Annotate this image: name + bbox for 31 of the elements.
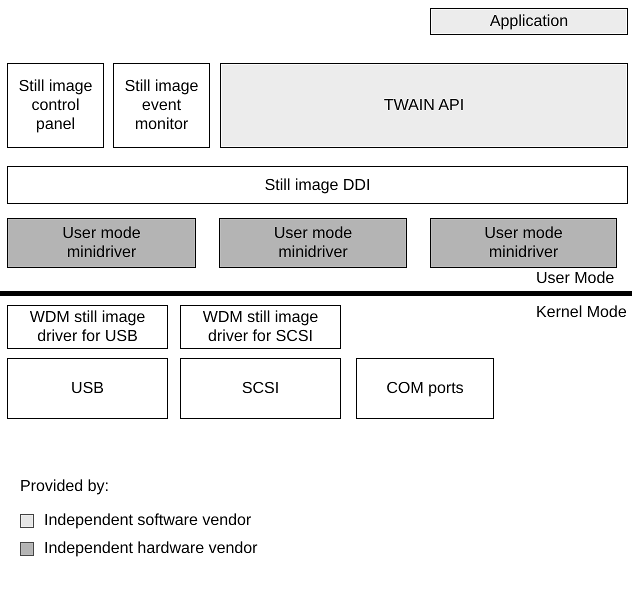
component-box (430, 218, 617, 268)
component-box (430, 8, 628, 35)
component-box (113, 63, 210, 148)
component-box (7, 218, 196, 268)
component-box (7, 358, 168, 419)
component-label: Still image DDI (264, 176, 372, 194)
component-box (7, 166, 628, 204)
component-box (356, 358, 494, 419)
mode-label: Kernel Mode (536, 304, 627, 322)
component-label: Still image control panel (18, 77, 94, 134)
component-label: User mode minidriver (483, 224, 564, 262)
component-label: User mode minidriver (61, 224, 142, 262)
component-label: User mode minidriver (272, 224, 354, 262)
component-label: SCSI (240, 379, 280, 398)
component-label: COM ports (385, 379, 465, 398)
component-box (180, 358, 341, 419)
component-box (220, 63, 628, 148)
component-label: WDM still image driver for USB (28, 308, 146, 346)
component-box (7, 63, 104, 148)
component-label: Application (488, 12, 570, 31)
component-label: USB (70, 379, 105, 398)
legend-label: Independent hardware vendor (44, 540, 258, 558)
component-label: Still image event monitor (124, 77, 200, 134)
component-label: TWAIN API (382, 96, 466, 115)
component-label: WDM still image driver for SCSI (202, 308, 320, 346)
component-box (7, 305, 168, 349)
legend-heading: Provided by: (20, 478, 109, 496)
legend-label: Independent software vendor (44, 512, 252, 530)
mode-label: User Mode (536, 270, 614, 288)
component-box (219, 218, 407, 268)
component-box (180, 305, 341, 349)
